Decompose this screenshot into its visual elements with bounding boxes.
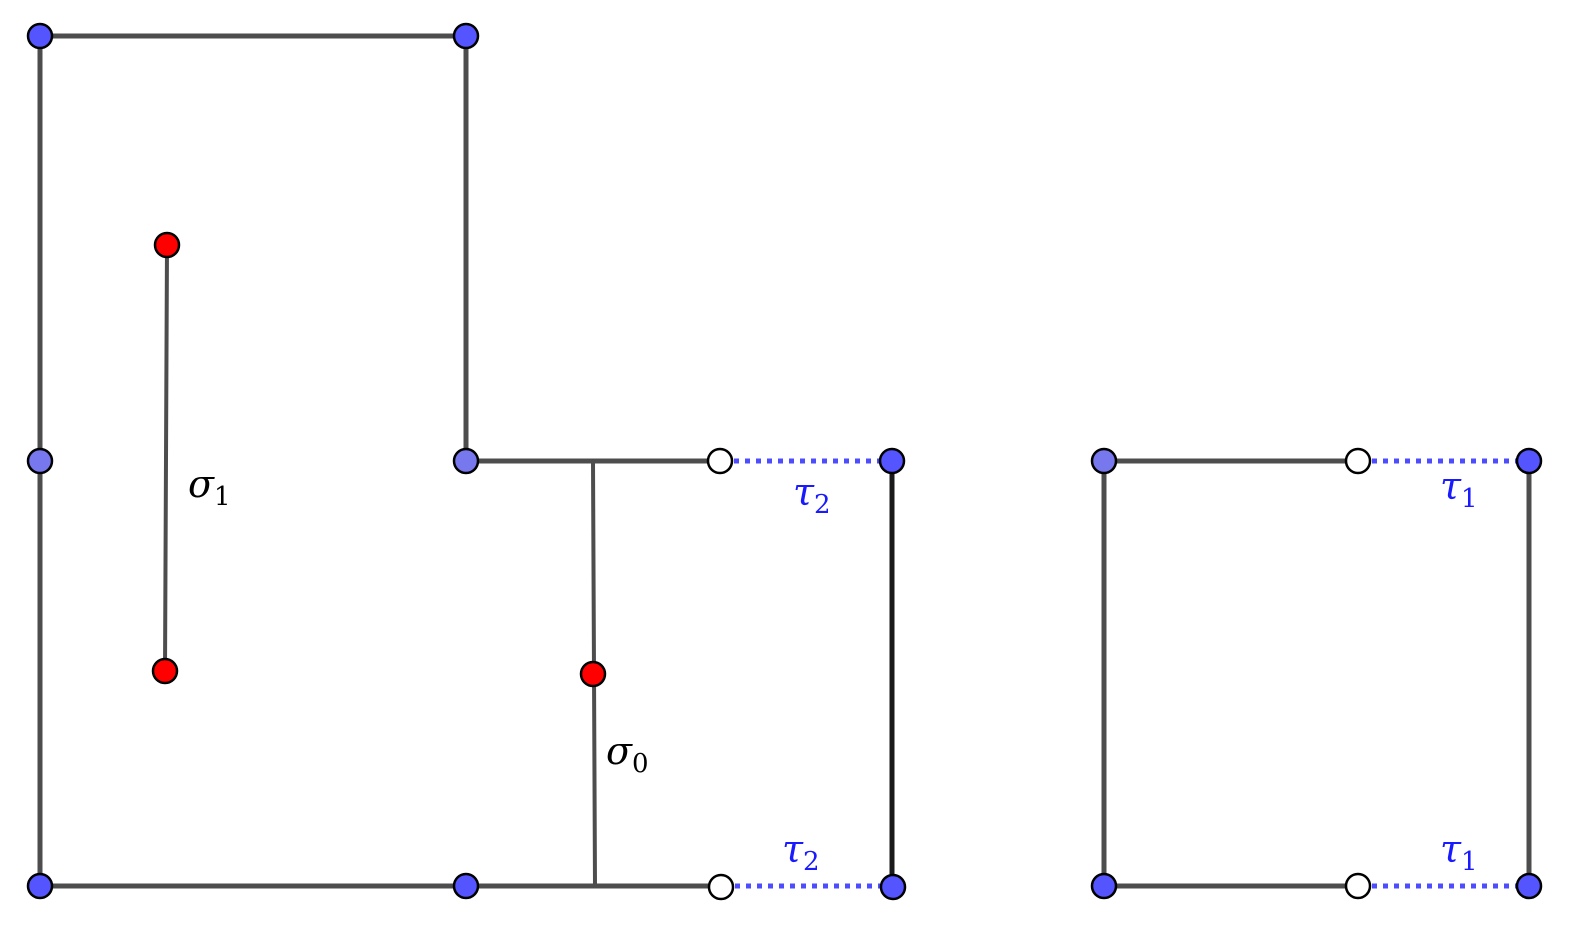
vertex-bottom-middle bbox=[452, 872, 480, 900]
label-sigma0: σ0 bbox=[606, 729, 649, 779]
vertex-right-bottom bbox=[879, 873, 907, 901]
label-sigma1: σ1 bbox=[188, 462, 231, 512]
vertex-top-left bbox=[26, 22, 54, 50]
vertex-open-bottom bbox=[707, 873, 735, 901]
vertex-bottom-left bbox=[26, 872, 54, 900]
right-vertex-open-bottom bbox=[1344, 872, 1372, 900]
vertex-inner-corner bbox=[452, 447, 480, 475]
vertex-sigma1-top bbox=[153, 231, 181, 259]
label-tau2-bottom: τ2 bbox=[782, 827, 820, 877]
label-tau2-top: τ2 bbox=[793, 470, 831, 520]
right-vertex-top-left bbox=[1090, 447, 1118, 475]
vertex-sigma0-middle bbox=[579, 660, 607, 688]
right-vertex-top-right bbox=[1515, 447, 1543, 475]
vertex-top-inner bbox=[452, 22, 480, 50]
right-vertex-bottom-left bbox=[1090, 872, 1118, 900]
vertex-left-middle bbox=[26, 447, 54, 475]
sigma1-edge bbox=[163, 243, 169, 673]
right-vertex-bottom-right bbox=[1515, 872, 1543, 900]
vertex-open-top bbox=[706, 447, 734, 475]
vertex-sigma1-bottom bbox=[151, 657, 179, 685]
label-tau1-top: τ1 bbox=[1440, 464, 1478, 514]
vertex-right-top bbox=[878, 447, 906, 475]
label-tau1-bottom: τ1 bbox=[1440, 827, 1478, 877]
right-vertex-open-top bbox=[1344, 447, 1372, 475]
